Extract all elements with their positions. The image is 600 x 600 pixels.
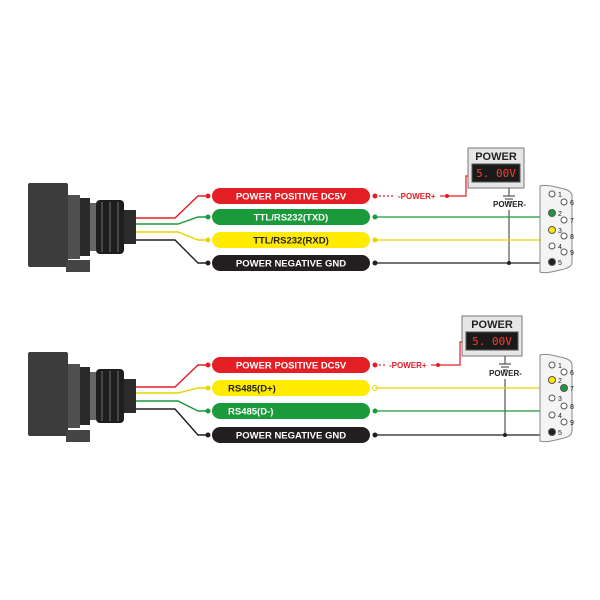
wire-label-red-bottom: POWER POSITIVE DC5V (205, 357, 378, 373)
pin-label: 3 (558, 396, 562, 403)
diagram-top: POWER POSITIVE DC5V TTL/RS232(TXD) TTL/R… (28, 147, 574, 274)
pin-label: 3 (558, 228, 562, 235)
pin-label: 2 (558, 378, 562, 385)
pin-label: 4 (558, 413, 562, 420)
connector-wires-top (375, 216, 553, 264)
wire-label-black-top: POWER NEGATIVE GND (205, 255, 378, 271)
wire-label-text: POWER POSITIVE DC5V (236, 361, 347, 372)
power-meter-bottom: POWER 5. 00V (461, 315, 523, 357)
power-plus-label: -POWER+ (398, 192, 436, 201)
wire-label-text: TTL/RS232(TXD) (254, 213, 328, 224)
sensor-body-bottom (28, 352, 136, 442)
ground-symbol-top (503, 195, 515, 203)
wire-label-text: POWER POSITIVE DC5V (236, 192, 347, 203)
pin-label: 8 (570, 404, 574, 411)
cable-wires-bottom (136, 364, 208, 436)
pin-label: 1 (558, 192, 562, 199)
sensor-body-top (28, 183, 136, 272)
wire-label-yellow-bottom: RS485(D+) (205, 380, 378, 396)
power-meter-top: POWER 5. 00V (467, 147, 525, 189)
power-plus-label: -POWER+ (389, 361, 427, 370)
pin-label: 5 (558, 430, 562, 437)
wire-label-red-top: POWER POSITIVE DC5V (205, 188, 378, 204)
pin-label: 8 (570, 234, 574, 241)
pin-label: 1 (558, 363, 562, 370)
diagram-bottom: POWER POSITIVE DC5V RS485(D+) RS485(D-) … (28, 315, 574, 443)
meter-title: POWER (471, 319, 513, 331)
db9-connector-bottom: 1 6 2 7 3 8 4 9 5 (539, 353, 574, 443)
wire-label-text: POWER NEGATIVE GND (236, 259, 346, 270)
pin-label: 7 (570, 386, 574, 393)
wire-label-green-top: TTL/RS232(TXD) (205, 209, 378, 225)
wire-label-text: POWER NEGATIVE GND (236, 431, 346, 442)
wire-label-text: TTL/RS232(RXD) (253, 236, 328, 247)
wire-label-yellow-top: TTL/RS232(RXD) (205, 232, 378, 248)
wire-label-green-bottom: RS485(D-) (205, 403, 378, 419)
meter-value: 5. 00V (472, 335, 512, 348)
wire-label-text: RS485(D-) (228, 407, 273, 418)
meter-title: POWER (475, 151, 517, 163)
cable-wires-top (136, 195, 208, 264)
pin-label: 6 (570, 200, 574, 207)
power-minus-label: POWER- (489, 369, 522, 378)
pin-label: 4 (558, 244, 562, 251)
power-minus-label: POWER- (493, 200, 526, 209)
wire-label-text: RS485(D+) (228, 384, 276, 395)
pin-label: 5 (558, 260, 562, 267)
meter-value: 5. 00V (476, 167, 516, 180)
pin-label: 2 (558, 211, 562, 218)
connector-wires-bottom (375, 371, 553, 436)
db9-connector-top: 1 6 2 7 3 8 4 9 5 (539, 184, 574, 274)
pin-label: 6 (570, 370, 574, 377)
wire-label-black-bottom: POWER NEGATIVE GND (205, 427, 378, 443)
pin-label: 9 (570, 250, 574, 257)
pin-label: 9 (570, 420, 574, 427)
pin-label: 7 (570, 218, 574, 225)
ground-symbol-bottom (499, 363, 511, 371)
